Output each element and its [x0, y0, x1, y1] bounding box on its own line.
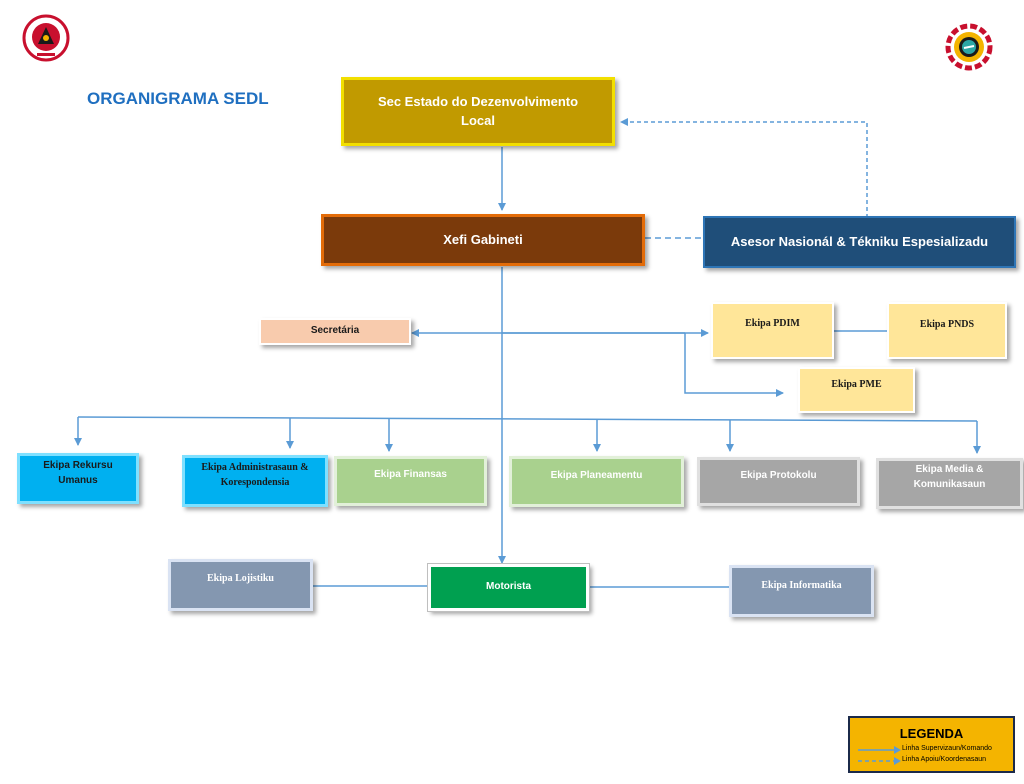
- legend-row-dashed: Linha Apoiu/Koordenasaun: [858, 756, 1008, 767]
- line-team-bar: [77, 416, 978, 422]
- gear-ring-logo-icon: [945, 23, 993, 71]
- node-ekipa-pme: Ekipa PME: [798, 367, 915, 413]
- page-title: ORGANIGRAMA SEDL: [87, 89, 269, 108]
- node-xefi-gabineti-label: Xefi Gabineti: [443, 231, 523, 247]
- node-secretaria: Secretária: [259, 318, 411, 345]
- node-ekipa-pme-label: Ekipa PME: [831, 379, 882, 390]
- node-ekipa-rekursu: Ekipa Rekursu Umanus: [17, 453, 139, 504]
- node-motorista-label: Motorista: [486, 581, 531, 593]
- node-sec-estado-label: Sec Estado do Dezenvolvimento Local: [377, 93, 579, 128]
- node-ekipa-administrasaun: Ekipa Administrasaun & Korespondensia: [182, 455, 328, 507]
- node-ekipa-informatika-label: Ekipa Informatika: [761, 580, 842, 591]
- node-ekipa-pdim-label: Ekipa PDIM: [745, 318, 800, 329]
- node-motorista: Motorista: [427, 563, 590, 612]
- node-ekipa-rekursu-label: Ekipa Rekursu Umanus: [43, 460, 113, 486]
- node-ekipa-pdim: Ekipa PDIM: [711, 302, 834, 359]
- node-xefi-gabineti: Xefi Gabineti: [321, 214, 645, 266]
- timor-leste-seal-icon: [22, 14, 70, 62]
- node-ekipa-administrasaun-label: Ekipa Administrasaun & Korespondensia: [201, 462, 309, 488]
- node-ekipa-lojistiku: Ekipa Lojistiku: [168, 559, 313, 611]
- legend-dashed-line-icon: [858, 757, 901, 765]
- node-asesor-label: Asesor Nasionál & Tékniku Espesializadu: [730, 233, 989, 249]
- node-ekipa-pnds-label: Ekipa PNDS: [919, 319, 975, 330]
- node-ekipa-pnds: Ekipa PNDS: [887, 302, 1007, 359]
- node-ekipa-finansas: Ekipa Finansas: [334, 456, 487, 506]
- legend-row-solid: Linha Supervizaun/Komando: [858, 745, 1008, 756]
- node-secretaria-label: Secretária: [310, 325, 360, 337]
- node-ekipa-media-label: Ekipa Media & Komunikasaun: [913, 464, 986, 490]
- line-asesor-to-sec: [620, 118, 868, 218]
- node-ekipa-finansas-label: Ekipa Finansas: [374, 469, 447, 480]
- node-ekipa-planeamentu: Ekipa Planeamentu: [509, 456, 684, 507]
- node-sec-estado: Sec Estado do Dezenvolvimento Local: [341, 77, 615, 146]
- node-asesor: Asesor Nasionál & Tékniku Espesializadu: [703, 216, 1016, 268]
- node-ekipa-media: Ekipa Media & Komunikasaun: [876, 458, 1023, 509]
- node-ekipa-lojistiku-label: Ekipa Lojistiku: [207, 573, 274, 584]
- node-ekipa-protokolu-label: Ekipa Protokolu: [740, 470, 817, 481]
- legend-solid-label: Linha Supervizaun/Komando: [902, 745, 992, 752]
- legend-solid-line-icon: [858, 746, 901, 754]
- legend-dashed-label: Linha Apoiu/Koordenasaun: [902, 756, 987, 763]
- legend: LEGENDA Linha Supervizaun/Komando Linha …: [848, 716, 1015, 773]
- legend-title: LEGENDA: [899, 726, 964, 741]
- line-to-pme: [684, 333, 784, 397]
- node-ekipa-protokolu: Ekipa Protokolu: [697, 457, 860, 506]
- node-ekipa-informatika: Ekipa Informatika: [729, 565, 874, 617]
- node-ekipa-planeamentu-label: Ekipa Planeamentu: [550, 470, 643, 481]
